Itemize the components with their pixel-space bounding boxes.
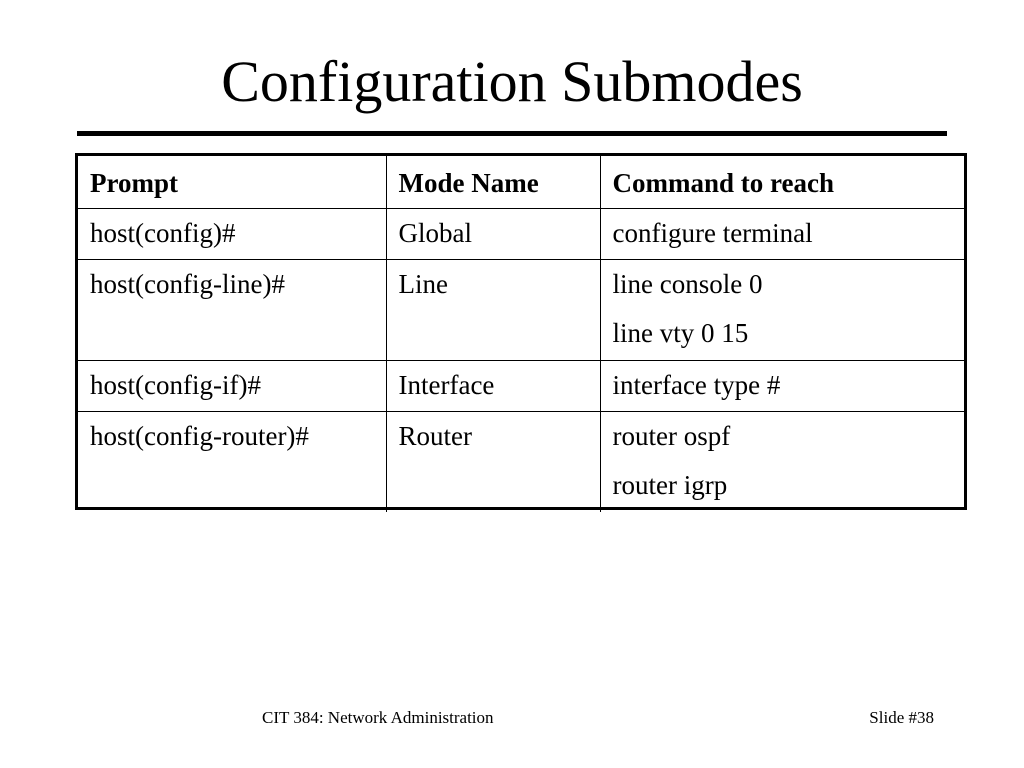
cell-prompt: host(config-router)# [78, 411, 387, 512]
cell-prompt: host(config)# [78, 208, 387, 260]
table-row: host(config-line)# Line line console 0 l… [78, 259, 964, 361]
submodes-table: Prompt Mode Name Command to reach host(c… [75, 153, 967, 512]
command-line: router ospf [612, 421, 731, 451]
cell-prompt: host(config-if)# [78, 360, 387, 412]
command-line: configure terminal [612, 218, 813, 248]
cell-mode-name: Router [385, 411, 601, 512]
cell-mode-name: Global [385, 208, 601, 260]
slide-title: Configuration Submodes [221, 49, 803, 114]
header-command: Command to reach [599, 156, 964, 209]
cell-command: router ospf router igrp [599, 411, 964, 512]
table-row: host(config-router)# Router router ospf … [78, 411, 964, 512]
footer-course: CIT 384: Network Administration [262, 708, 494, 727]
table-row: host(config-if)# Interface interface typ… [78, 360, 964, 412]
title-divider [77, 131, 947, 136]
footer-slide-number: Slide #38 [869, 708, 934, 727]
cell-mode-name: Interface [385, 360, 601, 412]
command-line: line vty 0 15 [612, 318, 749, 348]
cell-command: interface type # [599, 360, 964, 412]
cell-command: line console 0 line vty 0 15 [599, 259, 964, 361]
cell-mode-name: Line [385, 259, 601, 361]
table-row: host(config)# Global configure terminal [78, 208, 964, 260]
header-mode-name: Mode Name [385, 156, 601, 209]
cell-prompt: host(config-line)# [78, 259, 387, 361]
command-line: line console 0 [612, 269, 763, 299]
cell-command: configure terminal [599, 208, 964, 260]
submodes-table-grid: Prompt Mode Name Command to reach host(c… [78, 156, 964, 512]
command-line: router igrp [612, 470, 728, 500]
header-prompt: Prompt [78, 156, 387, 209]
table-header-row: Prompt Mode Name Command to reach [78, 156, 964, 209]
command-line: interface type # [612, 370, 781, 400]
